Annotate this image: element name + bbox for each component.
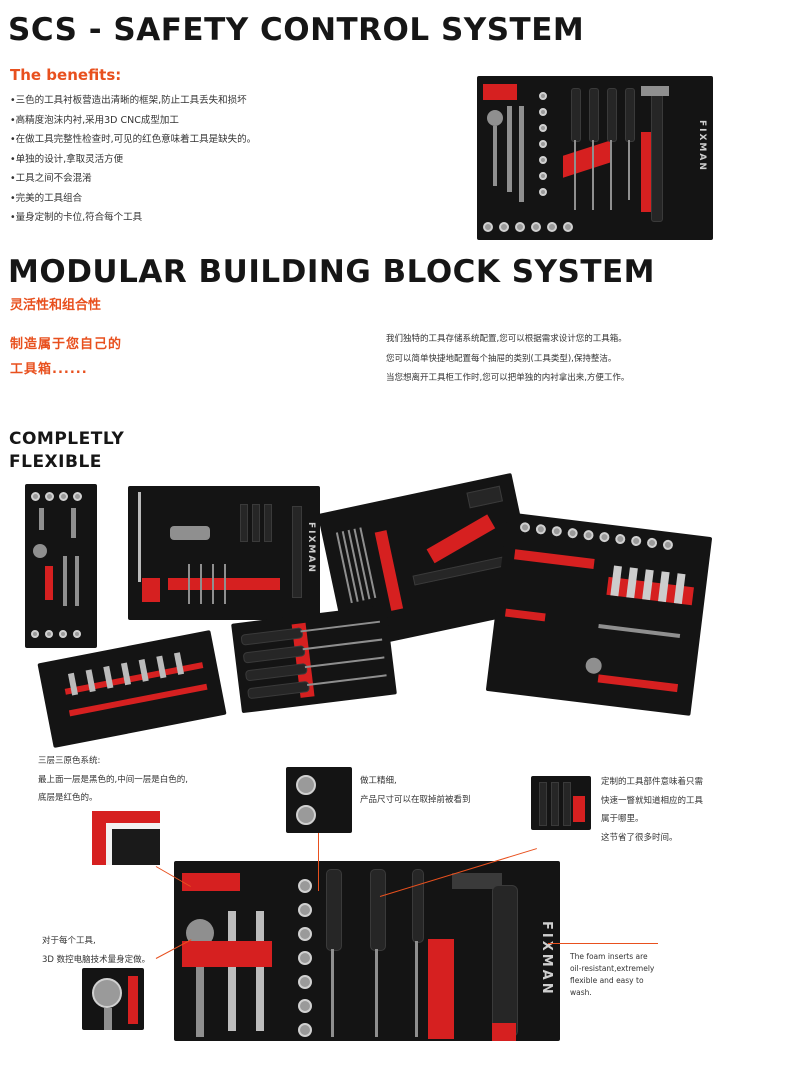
tagline-line1: 制造属于您自己的 xyxy=(10,337,123,352)
leader-line xyxy=(548,943,658,944)
callout-line: 产品尺寸可以在取掉前被看到 xyxy=(360,794,471,805)
callout-line: 定制的工具部件意味着只需 xyxy=(601,777,704,787)
benefits-title: The benefits: xyxy=(10,66,122,84)
brand-logo: FIXMAN xyxy=(539,921,554,997)
benefit-item: •三色的工具衬板营造出清晰的框架,防止工具丢失和损坏 xyxy=(10,95,247,106)
callout-line: oil-resistant,extremely xyxy=(570,964,655,973)
main-tray-photo: FIXMAN xyxy=(174,861,560,1041)
callout-line: wash. xyxy=(570,988,592,997)
flexible-title-line2: FLEXIBLE xyxy=(9,452,102,472)
detail-photo-sockets xyxy=(286,767,352,833)
modular-description: 我们独特的工具存储系统配置,您可以根据需求设计您的工具箱。 您可以简单快捷地配置… xyxy=(386,330,629,389)
tray-photo-screwdrivers xyxy=(231,604,397,714)
callout-three-layer: 三层三原色系统: 最上面一层是黑色的,中间一层是白色的, 底层是红色的。 xyxy=(38,752,188,808)
callout-line: 属于哪里。 xyxy=(601,814,644,824)
modular-title: MODULAR BUILDING BLOCK SYSTEM xyxy=(8,254,656,290)
benefits-list: •三色的工具衬板营造出清晰的框架,防止工具丢失和损坏 •高精度泡沫内衬,采用3D… xyxy=(10,91,256,228)
benefit-item: •完美的工具组合 xyxy=(10,192,83,204)
callout-line: 最上面一层是黑色的,中间一层是白色的, xyxy=(38,774,188,785)
scs-title: SCS - SAFETY CONTROL SYSTEM xyxy=(8,12,585,48)
callout-line: The foam inserts are xyxy=(570,952,648,961)
callout-line: 3D 数控电脑技术量身定做。 xyxy=(42,954,151,965)
detail-photo-ratchet xyxy=(82,968,144,1030)
callout-line: 对于每个工具, xyxy=(42,936,96,946)
detail-photo-three-layer xyxy=(92,811,160,865)
flexible-title: COMPLETLY FLEXIBLE xyxy=(9,428,124,474)
brand-logo: FIXMAN xyxy=(306,522,316,574)
detail-photo-screwdrivers xyxy=(531,776,591,830)
callout-line: 做工精细, xyxy=(360,776,397,786)
tray-photo-socket-set xyxy=(485,512,713,716)
brand-logo: FIXMAN xyxy=(697,120,707,172)
scs-tray-photo: FIXMAN xyxy=(477,76,713,240)
callout-precision: 做工精细, 产品尺寸可以在取掉前被看到 xyxy=(360,772,471,809)
callout-per-tool: 对于每个工具, 3D 数控电脑技术量身定做。 xyxy=(42,932,150,969)
callout-custom: 定制的工具部件意味着只需 快速一瞥就知道相应的工具 属于哪里。 这节省了很多时间… xyxy=(601,773,703,847)
callout-line: 快速一瞥就知道相应的工具 xyxy=(601,795,704,806)
leader-line xyxy=(318,833,319,891)
description-line: 我们独特的工具存储系统配置,您可以根据需求设计您的工具箱。 xyxy=(386,334,627,344)
modular-subtitle: 灵活性和组合性 xyxy=(10,298,102,313)
description-line: 当您想离开工具柜工作时,您可以把单独的内衬拿出来,方便工作。 xyxy=(386,373,630,383)
tagline-line2: 工具箱...... xyxy=(10,362,88,377)
benefit-item: •单独的设计,拿取灵活方便 xyxy=(10,153,124,165)
tray-photo-sockets-tall xyxy=(25,484,97,648)
callout-line: 这节省了很多时间。 xyxy=(601,832,678,843)
benefit-item: •在做工具完整性检查时,可见的红色意味着工具是缺失的。 xyxy=(10,134,257,145)
benefit-item: •量身定制的卡位,符合每个工具 xyxy=(10,212,143,223)
flexible-title-line1: COMPLETLY xyxy=(9,429,125,449)
benefit-item: •工具之间不会混淆 xyxy=(10,173,92,184)
callout-line: 底层是红色的。 xyxy=(38,793,98,803)
description-line: 您可以简单快捷地配置每个抽屉的类别(工具类型),保持整洁。 xyxy=(386,353,617,364)
callout-line: 三层三原色系统: xyxy=(38,756,101,766)
callout-foam: The foam inserts are oil-resistant,extre… xyxy=(570,951,654,999)
callout-line: flexible and easy to xyxy=(570,976,644,985)
tray-photo-pliers: FIXMAN xyxy=(128,486,320,620)
benefit-item: •高精度泡沫内衬,采用3D CNC成型加工 xyxy=(10,114,179,126)
